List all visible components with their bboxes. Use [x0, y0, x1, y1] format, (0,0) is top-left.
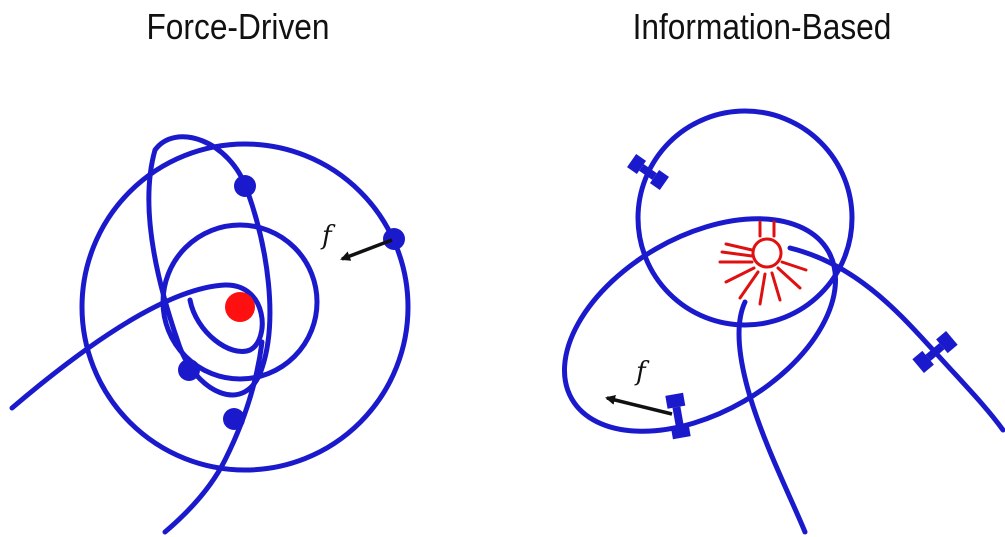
tilted-orbit: [528, 175, 872, 475]
force-arrow: [607, 398, 672, 414]
satellite-icon: [627, 154, 669, 190]
information-based-panel: f: [528, 111, 1003, 532]
right-trajectory: [790, 248, 1003, 430]
satellite-icon: [665, 393, 690, 439]
orbiting-body: [234, 175, 256, 197]
force-label: f: [320, 221, 336, 251]
orbiting-body: [178, 359, 200, 381]
force-label: f: [634, 357, 650, 387]
orbiting-body: [223, 408, 245, 430]
attractor-dot: [225, 292, 255, 322]
bottom-trajectory: [739, 302, 805, 532]
orbiting-body: [383, 228, 405, 250]
loop-orbit: [149, 137, 270, 395]
light-bulb-icon: [720, 222, 806, 304]
force-driven-panel: f: [12, 137, 408, 532]
force-arrow: [342, 240, 392, 259]
incoming-trajectory: [12, 285, 262, 408]
